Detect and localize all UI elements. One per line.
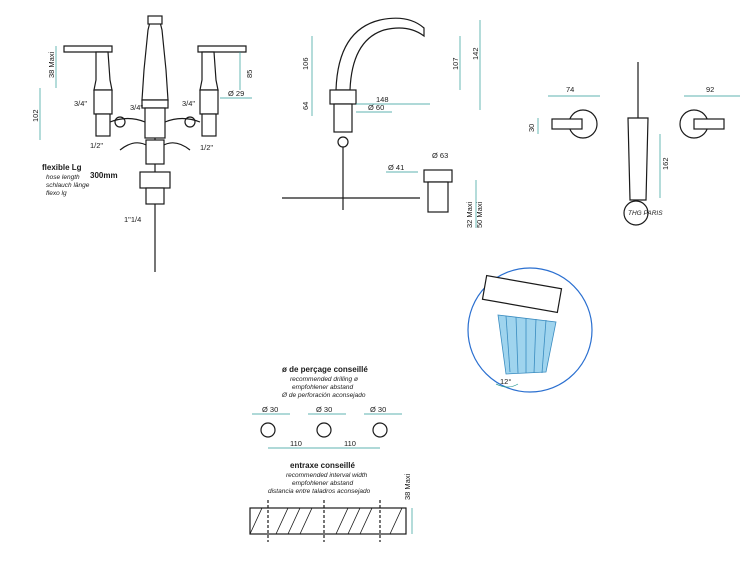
drilling-title: ø de perçage conseillé: [282, 365, 368, 374]
countertop-section: [249, 507, 407, 535]
interval-text-3: distancia entre taladros aconsejado: [268, 488, 371, 495]
front-hoses: [109, 117, 201, 151]
side-drain-top-dia: Ø 63: [432, 151, 448, 160]
front-left-handle: [63, 45, 113, 53]
front-thread-left: 3/4": [74, 99, 87, 108]
top-right-width: 92: [706, 85, 714, 94]
aerator-angle: 12°: [500, 377, 511, 386]
side-spout-height: 106: [301, 57, 310, 70]
front-right-handle: [197, 45, 247, 53]
front-waste: [139, 171, 171, 189]
top-spout: [627, 117, 649, 201]
side-reach: 148: [376, 95, 389, 104]
front-handle-height: 38 Maxi: [47, 51, 56, 78]
drilling-text-3: Ø de perforación aconsejado: [281, 392, 366, 399]
side-view: 106 64 107 142 148 Ø 60 Ø 63 Ø 41 32 Max…: [282, 17, 484, 228]
front-left-valve: [93, 51, 113, 91]
drill-dia-2: Ø 30: [316, 405, 332, 414]
interval-title: entraxe conseillé: [290, 461, 355, 470]
front-spout: [141, 21, 169, 101]
side-spout: [335, 17, 425, 91]
front-hose-left: 1/2": [90, 141, 103, 150]
front-thread-center-left: 3/4": [130, 103, 143, 112]
side-body-height: 64: [301, 102, 310, 110]
front-thread-center-right: 3/4": [182, 99, 195, 108]
top-handle-size: 30: [527, 124, 536, 132]
top-logo-disc: [623, 200, 649, 226]
front-hose-right: 1/2": [200, 143, 213, 152]
drill-spacing-2: 110: [344, 439, 356, 448]
interval-text-2: empfohlener abstand: [292, 480, 353, 487]
front-body-height: 85: [245, 70, 254, 78]
aerator-water-jet: [497, 314, 557, 375]
side-reach-right: 107: [451, 57, 460, 70]
front-view: 38 Maxi 85 102 3/4" 3/4" 3/4" Ø 29 1/2" …: [31, 15, 254, 272]
hose-length: 300mm: [90, 171, 118, 180]
front-total-height: 102: [31, 109, 40, 122]
drill-hole-3: [372, 422, 388, 438]
hose-text-3: flexo lg: [46, 190, 67, 197]
front-hose-dia: Ø 29: [228, 89, 244, 98]
drill-hole-2: [316, 422, 332, 438]
interval-section: entraxe conseillé recommended interval w…: [249, 461, 413, 542]
interval-text-1: recommended interval width: [286, 472, 368, 479]
front-right-valve: [199, 51, 219, 91]
top-view: THG PARIS 74 92 30 162: [527, 62, 740, 226]
hose-text-1: hose length: [46, 174, 80, 181]
side-base-dia: Ø 60: [368, 103, 384, 112]
drill-dia-3: Ø 30: [370, 405, 386, 414]
top-logo: THG PARIS: [628, 210, 663, 217]
drilling-text-1: recommended drilling ø: [290, 376, 358, 383]
hose-title: flexible Lg: [42, 163, 82, 172]
interval-thickness: 38 Maxi: [403, 473, 412, 500]
drilling-text-2: empfohlener abstand: [292, 384, 353, 391]
aerator-body: [481, 274, 563, 314]
side-total-height: 142: [471, 47, 480, 60]
side-drain-top: [423, 169, 453, 183]
drill-dia-1: Ø 30: [262, 405, 278, 414]
side-thickness-1: 32 Maxi: [465, 201, 474, 228]
top-lever-length: 162: [661, 157, 670, 170]
drill-hole-1: [260, 422, 276, 438]
countertop-hatching: [249, 507, 403, 535]
side-drain-side-dia: Ø 41: [388, 163, 404, 172]
aerator-detail: 12°: [467, 267, 593, 393]
front-spout-cap: [147, 15, 163, 25]
front-waste-size: 1"1/4: [124, 215, 141, 224]
drill-spacing-1: 110: [290, 439, 302, 448]
hose-text-2: schlauch länge: [46, 182, 90, 189]
drilling-section: ø de perçage conseillé recommended drill…: [252, 365, 402, 449]
side-thickness-2: 50 Maxi: [475, 201, 484, 228]
top-left-width: 74: [566, 85, 574, 94]
